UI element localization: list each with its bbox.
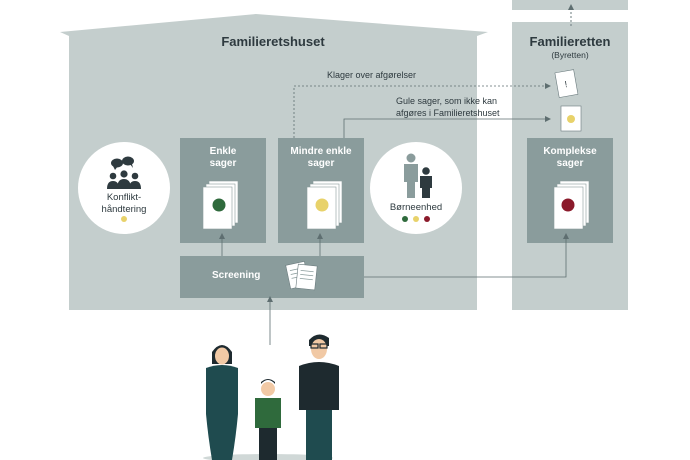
court-title: Familieretten [529, 34, 611, 49]
house-title: Familieretshuset [221, 34, 325, 49]
higher-court-box [512, 0, 628, 10]
screening-box [180, 256, 364, 298]
conflict-yellow-dot [121, 216, 127, 222]
minor-cases-label: Mindre enkle sager [290, 146, 352, 169]
screening-label: Screening [212, 270, 261, 281]
yellow-cases-note: Gule sager, som ikke kan afgøres i Famil… [396, 96, 500, 118]
children-circle [370, 142, 462, 234]
conflict-label: Konflikt- håndtering [101, 192, 147, 215]
children-unit-icon [404, 153, 432, 198]
minor-doc-icon [306, 180, 343, 230]
court-subtitle: (Byretten) [551, 50, 589, 60]
children-label: Børneenhed [389, 202, 443, 213]
simple-doc-icon [202, 180, 239, 230]
appeals-note: Klager over afgørelser [327, 70, 417, 80]
house-shape [60, 14, 488, 310]
yellow-doc-icon [560, 105, 582, 132]
screening-doc-icon [285, 261, 318, 291]
appeal-doc-icon: ! [554, 69, 579, 98]
children-status-dots [402, 216, 430, 222]
flow-arrows [221, 85, 567, 345]
arrow-heads [219, 4, 574, 302]
complex-doc-icon [553, 180, 590, 230]
simple-cases-label: Enkle sager [209, 146, 237, 169]
complex-cases-label: Komplekse sager [543, 146, 597, 169]
svg-text:!: ! [564, 79, 568, 89]
conflict-people-icon [107, 156, 141, 189]
family-icon [203, 334, 339, 460]
